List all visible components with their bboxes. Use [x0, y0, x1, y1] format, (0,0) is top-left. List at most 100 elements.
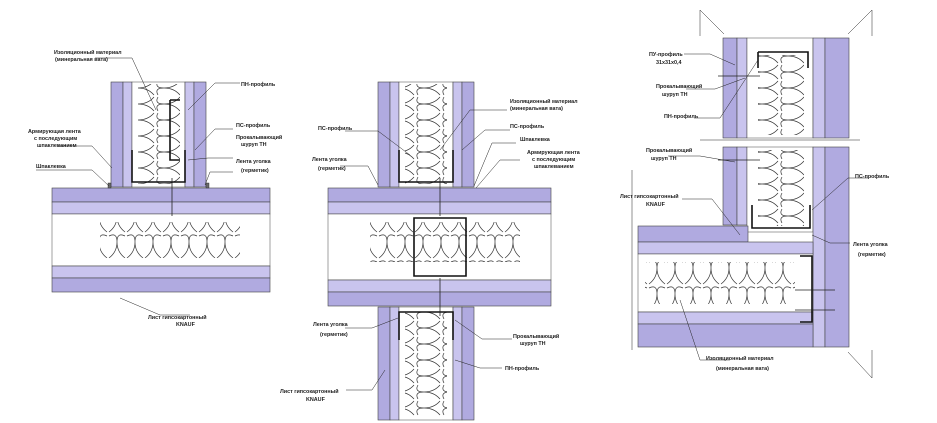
- gypsum-board: [327, 201, 552, 215]
- sealant: [107, 182, 112, 189]
- label-tape-sub2: шпаклеванием: [534, 164, 574, 170]
- mineral-wool: [405, 312, 447, 416]
- ps-profile: [413, 217, 467, 277]
- detail-right-labels: ПУ-профиль 31x31x0,4 Прокалывающий шуруп…: [620, 51, 890, 372]
- label-pn-profile: ПН-профиль: [664, 113, 699, 120]
- label-tape-sub: с последующим: [532, 157, 575, 163]
- mineral-wool: [645, 262, 795, 304]
- label-ps-profile: ПС-профиль: [236, 122, 271, 129]
- pn-profile: [398, 311, 454, 340]
- gypsum-board: [637, 323, 814, 348]
- gypsum-board: [122, 81, 133, 188]
- label-screw-b: Прокалывающий: [646, 147, 692, 154]
- corner-mark: [699, 9, 725, 36]
- gypsum-board: [722, 146, 738, 226]
- gypsum-board: [461, 306, 475, 421]
- gypsum-board: [51, 265, 271, 279]
- label-insulation: Изоляционный материал: [706, 355, 774, 362]
- detail-left-labels: Изоляционный материал (минеральная вата)…: [28, 49, 282, 328]
- label-insulation-sub: (минеральная вата): [510, 106, 563, 112]
- pn-profile: [398, 150, 454, 183]
- label-ps-profile-right: ПС-профиль: [510, 123, 545, 130]
- label-sheet: Лист гипсокартонный: [148, 314, 207, 321]
- label-screw-a-sub: шуруп ТН: [662, 92, 688, 98]
- detail-middle-labels: Изоляционный материал (минеральная вата)…: [280, 98, 581, 403]
- label-seal-top-sub: (герметик): [318, 166, 346, 172]
- gypsum-board: [327, 187, 552, 203]
- gypsum-board: [51, 187, 271, 203]
- gypsum-board: [327, 279, 552, 293]
- gypsum-board: [377, 81, 391, 188]
- label-sheet-sub: KNAUF: [306, 397, 326, 403]
- label-tape-sub2: шпаклеванием: [37, 143, 77, 149]
- label-insulation-sub: (минеральная вата): [716, 366, 769, 372]
- gypsum-board: [461, 81, 475, 188]
- gypsum-board: [377, 306, 391, 421]
- gypsum-board: [637, 225, 749, 243]
- detail-middle-cross-junction: [327, 81, 552, 421]
- gypsum-board: [637, 311, 814, 325]
- label-seal-bottom-sub: (герметик): [320, 332, 348, 338]
- label-ps-profile: ПС-профиль: [855, 173, 890, 180]
- gypsum-board: [722, 37, 738, 139]
- label-seal-sub: (герметик): [858, 252, 886, 258]
- gypsum-board: [736, 146, 748, 226]
- mineral-wool: [100, 222, 240, 258]
- label-screw: Прокалывающий: [513, 333, 559, 340]
- label-screw-sub: шуруп ТН: [241, 142, 267, 148]
- gypsum-board: [824, 37, 850, 139]
- detail-left-t-junction: [36, 57, 271, 316]
- mineral-wool: [758, 55, 804, 135]
- gypsum-board: [736, 37, 748, 139]
- label-screw-a: Прокалывающий: [656, 83, 702, 90]
- label-putty: Шпаклевка: [520, 137, 551, 143]
- mineral-wool: [405, 84, 447, 184]
- detail-right-corner-junction: [631, 9, 873, 379]
- label-pn-profile: ПН-профиль: [241, 81, 276, 88]
- gypsum-board: [184, 81, 195, 188]
- label-sheet-sub: KNAUF: [176, 322, 196, 328]
- label-tape-sub: с последующим: [34, 136, 77, 142]
- gypsum-board: [51, 277, 271, 293]
- gypsum-board: [812, 37, 826, 139]
- gypsum-board: [51, 201, 271, 215]
- label-pu-profile: ПУ-профиль: [649, 51, 683, 58]
- label-insulation: Изоляционный материал: [54, 49, 122, 56]
- gypsum-board: [452, 81, 463, 188]
- label-pu-profile-size: 31x31x0,4: [656, 60, 681, 66]
- label-sheet: Лист гипсокартонный: [620, 193, 679, 200]
- gypsum-board: [812, 146, 826, 348]
- label-insulation-sub: (минеральная вата): [55, 57, 108, 63]
- label-screw: Прокалывающий: [236, 134, 282, 141]
- label-putty: Шпаклевка: [36, 164, 67, 170]
- ps-profile: [751, 205, 811, 229]
- label-screw-b-sub: шуруп ТН: [651, 156, 677, 162]
- corner-mark: [847, 350, 873, 379]
- label-tape: Армирующая лента: [527, 150, 581, 156]
- label-seal: Лента уголка: [853, 242, 889, 248]
- sealant: [205, 182, 210, 189]
- label-tape: Армирующая лента: [28, 129, 82, 135]
- pn-profile: [131, 150, 186, 183]
- pn-profile: [800, 255, 813, 323]
- gypsum-board: [193, 81, 207, 188]
- gypsum-board: [110, 81, 124, 188]
- label-screw-sub: шуруп ТН: [520, 341, 546, 347]
- mineral-wool: [138, 84, 180, 184]
- gypsum-board: [637, 241, 814, 255]
- label-seal: Лента уголка: [236, 159, 272, 165]
- label-sheet-sub: KNAUF: [646, 202, 666, 208]
- mineral-wool: [370, 222, 520, 262]
- label-sheet: Лист гипсокартонный: [280, 388, 339, 395]
- corner-mark: [847, 9, 873, 36]
- gypsum-board: [824, 146, 850, 348]
- mineral-wool: [758, 150, 804, 226]
- ps-profile: [169, 99, 180, 161]
- gypsum-board: [389, 306, 400, 421]
- gypsum-board: [389, 81, 400, 188]
- label-insulation: Изоляционный материал: [510, 98, 578, 105]
- label-pn-profile: ПН-профиль: [505, 365, 540, 372]
- label-ps-profile: ПС-профиль: [318, 125, 353, 132]
- label-seal-top: Лента уголка: [312, 157, 348, 163]
